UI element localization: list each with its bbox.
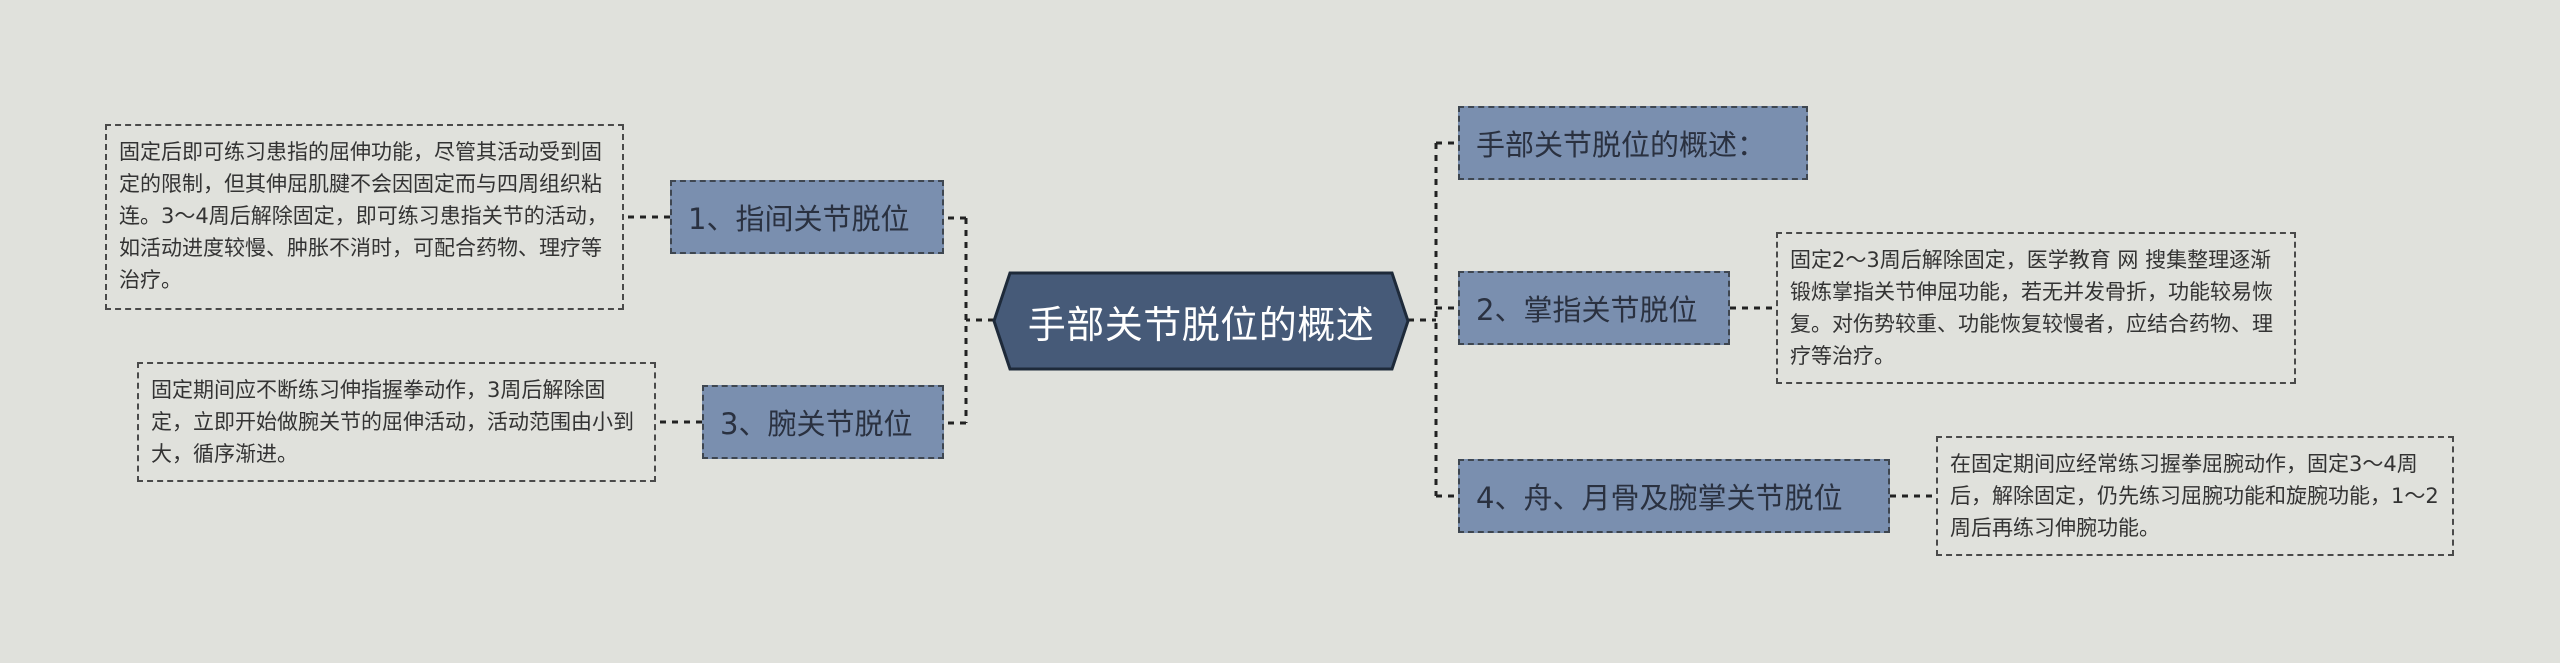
branch-overview: 手部关节脱位的概述： xyxy=(1458,106,1808,180)
detail-scaphoid-lunate: 在固定期间应经常练习握拳屈腕动作，固定3～4周后，解除固定，仍先练习屈腕功能和旋… xyxy=(1936,436,2454,556)
detail-interphalangeal: 固定后即可练习患指的屈伸功能，尽管其活动受到固定的限制，但其伸屈肌腱不会因固定而… xyxy=(105,124,624,310)
center-topic: 手部关节脱位的概述 xyxy=(1027,302,1375,347)
branch-wrist: 3、腕关节脱位 xyxy=(702,385,944,459)
branch-scaphoid-lunate: 4、舟、月骨及腕掌关节脱位 xyxy=(1458,459,1890,533)
detail-wrist: 固定期间应不断练习伸指握拳动作，3周后解除固定，立即开始做腕关节的屈伸活动，活动… xyxy=(137,362,656,482)
branch-interphalangeal: 1、指间关节脱位 xyxy=(670,180,944,254)
detail-metacarpophalangeal: 固定2～3周后解除固定，医学教育 网 搜集整理逐渐锻炼掌指关节伸屈功能，若无并发… xyxy=(1776,232,2296,384)
branch-metacarpophalangeal: 2、掌指关节脱位 xyxy=(1458,271,1730,345)
